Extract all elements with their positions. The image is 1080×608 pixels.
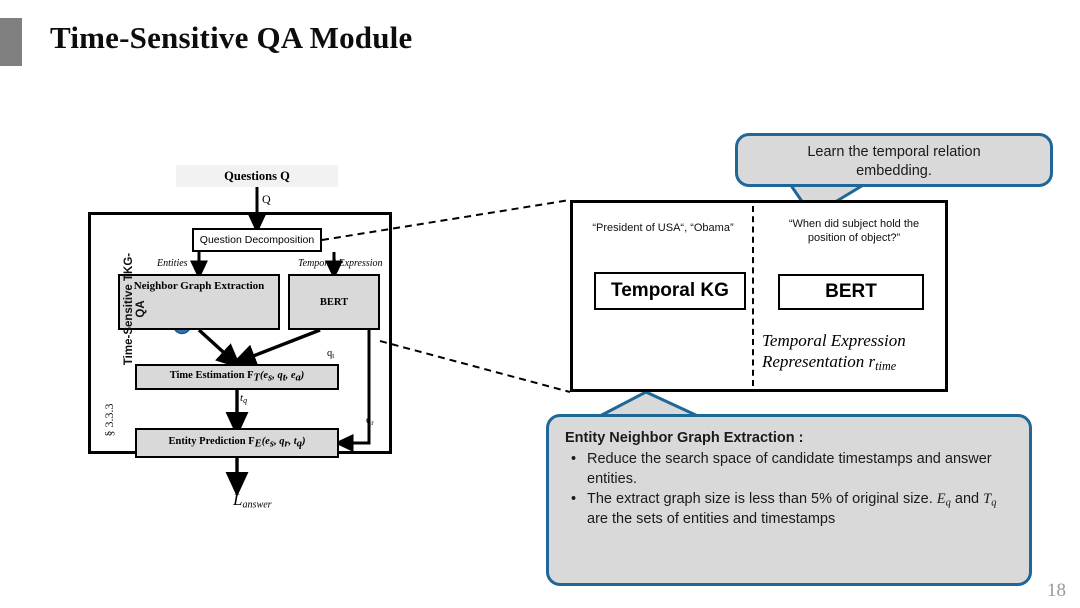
callout-top-line1: Learn the temporal relation [807,144,981,160]
edge-label-tq-sub: q [243,395,248,405]
bullet2-part4: are the sets of entities and [587,511,758,528]
page-title: Time-Sensitive QA Module [50,20,413,55]
loss-symbol: L [233,490,243,509]
bert-box: BERT [288,274,380,330]
ter-subscript: time [875,359,897,374]
questions-label: Questions Q [224,168,290,183]
bert-detail-box: BERT [778,274,924,310]
entity-prediction-sub: E [254,438,262,450]
ter-line2: Representation rtime [762,351,944,374]
temporal-kg-label: Temporal KG [611,280,729,301]
bullet2-part2: size. [902,490,937,507]
edge-label-tq-base: t [240,392,244,404]
entity-prediction-text: Entity Prediction F [168,436,255,448]
bullet2-part3: and [950,490,984,507]
title-accent-bar [0,18,22,66]
bullet2-var2: T [983,490,992,507]
time-estimation-args: (es, qt, ea) [259,370,305,384]
callout-top-line2: embedding. [856,162,932,179]
edge-label-q: Q [262,192,271,206]
label-temporal-expression: Temporal Expression [298,258,383,269]
ter-line2-text: Representation r [762,352,876,372]
neighbor-graph-extraction-label: Neighbor Graph Extraction [133,280,265,292]
panel-divider [752,206,754,386]
example-question-text: “When did subject hold the position of o… [788,218,920,244]
temporal-expression-representation-label: Temporal Expression Representation rtime [762,330,944,375]
list-item: The extract graph size is less than 5% o… [571,490,1013,530]
edge-label-qr: qr [366,415,374,427]
edge-label-qr-base: q [366,415,372,426]
page-number: 18 [1047,580,1066,601]
temporal-kg-box: Temporal KG [594,272,746,310]
question-decomposition-box: Question Decomposition [192,228,322,252]
time-estimation-label: Time Estimation FT(es, qt, ea) [170,370,305,384]
list-item: Reduce the search space of candidate tim… [571,450,1013,489]
bullet2-part5: timestamps [761,511,836,528]
loss-label: Lanswer [233,490,272,511]
edge-label-qt-base: q [327,348,333,359]
time-estimation-text: Time Estimation F [169,370,254,382]
section-side-label: § 3.3.3 [102,403,116,437]
bert-detail-label: BERT [825,281,877,302]
questions-box: Questions Q [176,165,338,187]
edge-label-qt-sub: t [332,350,335,360]
entity-prediction-args: (es, qr, tq) [261,436,306,450]
entity-prediction-box: Entity Prediction FE(es, qr, tq) [135,428,339,458]
label-entities: Entities [157,258,188,269]
callout-bottom-text: Entity Neighbor Graph Extraction : Reduc… [549,417,1029,530]
neighbor-graph-extraction-box: Neighbor Graph Extraction [118,274,280,330]
callout-bottom-header: Entity Neighbor Graph Extraction : [565,430,804,446]
question-decomposition-label: Question Decomposition [199,234,315,246]
callout-bottom-list: Reduce the search space of candidate tim… [565,450,1013,529]
time-estimation-box: Time Estimation FT(es, qt, ea) [135,364,339,390]
loss-subscript: answer [242,499,272,511]
module-side-label: Time-Sensitive TKG-QA [123,252,147,366]
callout-bottom: Entity Neighbor Graph Extraction : Reduc… [546,414,1032,586]
bullet2-var1: E [936,490,946,507]
example-entities-text: “President of USA“, “Obama” [592,222,734,234]
edge-label-qr-sub: r [371,417,374,427]
bullet2-var1-sub: q [945,497,951,509]
entity-prediction-label: Entity Prediction FE(es, qr, tq) [169,436,306,450]
ter-line1: Temporal Expression [762,331,906,350]
callout-top-text: Learn the temporal relation embedding. [738,136,1050,181]
edge-label-tq: tq [240,392,247,405]
bert-label: BERT [319,296,349,308]
bullet2-part1: The extract graph size is less than 5% o… [587,490,899,507]
callout-top: Learn the temporal relation embedding. [735,133,1053,187]
bullet2-var2-sub: q [991,497,997,509]
edge-label-qt: qt [327,348,334,360]
time-estimation-sub: T [253,372,260,384]
